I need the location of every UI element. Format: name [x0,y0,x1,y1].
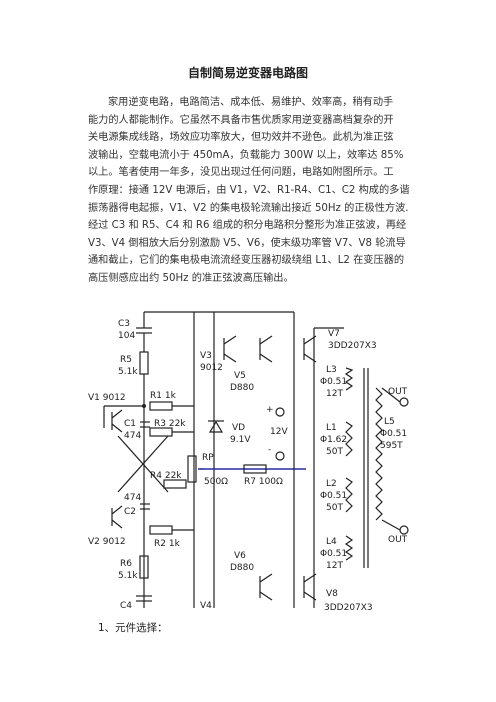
c3-value: 104 [118,331,135,341]
l4-wire: Φ0.51 [320,549,347,559]
r5-value: 5.1k [118,367,138,377]
l1-label: L1 [326,423,337,433]
r5-label: R5 [120,355,132,365]
paragraph-line: 通和截止，它们的集电极电流流经变压器初级绕组 L1、L2 在变压器的 [88,255,405,267]
rp-value: 500Ω [204,477,228,487]
output-terminal-bottom: OUT [388,535,408,545]
r2-label: R2 1k [154,539,181,549]
l3-label: L3 [326,365,337,375]
c4-label: C4 [120,601,132,611]
l1-wire: Φ1.62 [320,435,347,445]
l4-label: L4 [326,537,337,547]
v6-label: V6 [234,551,246,561]
paragraph-line: V3、V4 倒相放大后分别激励 V5、V6，使末级功率管 V7、V8 轮流导 [88,237,406,249]
minus-terminal: - [268,445,271,455]
v8-value: 3DD207X3 [324,603,373,613]
v7-value: 3DD207X3 [328,341,377,351]
l5-turns: 595T [380,441,403,451]
output-terminal-top: OUT [388,387,408,397]
c2-value: 474 [124,493,141,503]
rp-label: RP [202,453,214,463]
r4-label: R4 22k [150,471,182,481]
supply-voltage: 12V [270,427,288,437]
paragraph-line: 经过 C3 和 R5、C4 和 R6 组成的积分电路积分整形为准正弦波，再经 [88,220,407,232]
body-paragraph: 家用逆变电路，电路简洁、成本低、易维护、效率高，稍有动手 能力的人都能制作。它虽… [88,94,410,288]
paragraph-line: 能力的人都能制作。它虽然不具备市售优质家用逆变器高档复杂的开 [88,114,394,126]
v4-label: V4 [200,601,212,611]
l3-wire: Φ0.51 [320,377,347,387]
paragraph-line: 作原理：接通 12V 电源后，由 V1，V2、R1-R4、C1、C2 构成的多谐 [88,184,410,196]
l3-turns: 12T [326,389,343,399]
inverter-circuit-schematic: C3 104 R5 5.1k V1 9012 R1 1k C1 474 R3 2… [88,311,409,613]
plus-terminal: + [266,405,274,415]
r3-label: R3 22k [154,419,186,429]
paragraph-line: 以上。笔者使用一年多，没见出现过任何问题，电路如附图所示。工 [88,167,394,179]
v8-label: V8 [326,589,338,599]
l2-label: L2 [326,479,337,489]
section-subheading: 1、元件选择： [98,622,168,634]
r7-label: R7 100Ω [244,477,283,487]
vd-label: VD [232,423,245,433]
l2-wire: Φ0.51 [320,491,347,501]
c1-label: C1 [124,419,136,429]
v2-label: V2 9012 [88,537,126,547]
c3-label: C3 [118,319,130,329]
v3-value: 9012 [200,363,223,373]
paragraph-line: 高压侧感应出约 50Hz 的准正弦波高压输出。 [88,272,294,284]
document-title: 自制简易逆变器电路图 [187,66,308,80]
v1-label: V1 9012 [88,393,126,403]
paragraph-line: 家用逆变电路，电路简洁、成本低、易维护、效率高，稍有动手 [108,97,394,108]
v5-label: V5 [234,371,246,381]
v3-label: V3 [200,351,212,361]
l4-turns: 12T [326,561,343,571]
v7-label: V7 [328,329,340,339]
l5-wire: Φ0.51 [380,429,407,439]
r6-label: R6 [120,559,132,569]
l2-turns: 50T [326,503,343,513]
r6-value: 5.1k [118,571,138,581]
l5-label: L5 [384,417,395,427]
r1-label: R1 1k [150,391,177,401]
paragraph-line: 振荡器得电起振，V1、V2 的集电极轮流输出接近 50Hz 的正极性方波. [88,202,409,214]
paragraph-line: 关电源集成线路，场效应功率放大，但功效并不逊色。此机为准正弦 [88,132,394,144]
vd-value: 9.1V [230,435,251,445]
l1-turns: 50T [326,447,343,457]
c2-label: C2 [124,507,136,517]
paragraph-line: 波输出，空载电流小于 450mA，负载能力 300W 以上，效率达 85% [88,149,404,161]
v5-value: D880 [230,383,254,393]
v6-value: D880 [230,563,254,573]
c1-value: 474 [124,431,141,441]
